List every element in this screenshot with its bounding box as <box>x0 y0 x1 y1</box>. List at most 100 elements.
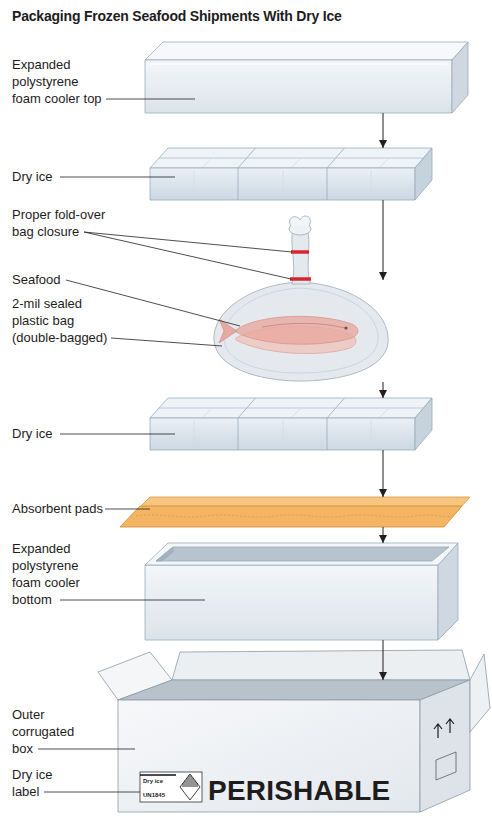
part-drawing <box>203 159 211 167</box>
part-drawing <box>434 724 442 738</box>
part-drawing <box>120 506 462 527</box>
part-drawing <box>187 778 188 787</box>
part-outline <box>145 543 458 640</box>
part-drawing <box>292 409 300 417</box>
part-drawing <box>380 159 388 167</box>
part-drawing <box>140 772 202 802</box>
part-drawing <box>118 680 470 700</box>
part-drawing <box>150 168 415 200</box>
callout-label: Dry ice <box>12 168 92 185</box>
callout-label: Dry ice label <box>12 766 62 800</box>
callout-label: Seafood <box>12 271 92 288</box>
leader-line <box>66 280 240 326</box>
part-drawing <box>194 420 195 448</box>
part-drawing <box>452 42 468 113</box>
part-drawing <box>292 228 310 284</box>
part-drawing <box>193 778 194 787</box>
part-drawing <box>136 515 452 517</box>
part-drawing <box>224 288 378 373</box>
part-drawing <box>436 752 456 780</box>
part-drawing <box>262 323 345 328</box>
part-drawing <box>156 547 173 561</box>
flow-arrow <box>383 382 384 398</box>
part-drawing <box>156 547 449 561</box>
part-drawing <box>371 420 372 448</box>
shipping-box: Outer corrugated boxPERISHABLEDry ice la… <box>118 680 470 812</box>
part-drawing <box>290 277 311 281</box>
part-drawing <box>145 565 438 640</box>
part-drawing <box>327 418 328 450</box>
part-drawing <box>420 680 470 812</box>
part-drawing <box>189 775 190 787</box>
part-drawing <box>197 783 198 787</box>
part-drawing <box>191 775 192 787</box>
part-outline <box>120 497 470 527</box>
callout-label: Outer corrugated box <box>12 706 82 757</box>
flow-arrow <box>383 113 384 148</box>
cooler-lid: Expanded polystyrene foam cooler top <box>145 42 468 113</box>
label-marking: UN1845 <box>143 791 177 799</box>
callout-label: Expanded polystyrene foam cooler bottom <box>12 540 106 608</box>
part-drawing <box>238 418 239 450</box>
part-drawing <box>344 326 347 329</box>
part-drawing <box>283 420 284 448</box>
part-drawing <box>214 282 388 381</box>
part-drawing <box>145 42 468 60</box>
part-drawing <box>219 319 237 343</box>
part-drawing <box>159 158 424 159</box>
box-marking: PERISHABLE <box>208 776 408 806</box>
part-drawing <box>415 398 432 450</box>
part-outline <box>145 42 468 113</box>
callout-label: 2-mil sealed plastic bag (double-bagged) <box>12 295 112 346</box>
part-drawing <box>290 216 311 226</box>
flow-arrow <box>383 527 384 543</box>
leader-line <box>84 232 292 252</box>
part-outline <box>150 148 432 200</box>
flow-arrow <box>383 450 384 497</box>
part-drawing <box>194 170 195 198</box>
diagram-title: Packaging Frozen Seafood Shipments With … <box>12 8 342 24</box>
part-drawing <box>238 168 239 200</box>
part-drawing <box>118 700 420 812</box>
part-drawing <box>150 148 432 168</box>
label-marking: Dry ice <box>143 777 177 785</box>
part-drawing <box>292 159 300 167</box>
part-drawing <box>145 543 458 565</box>
leader-line <box>84 232 291 279</box>
part-drawing <box>283 170 284 198</box>
part-drawing <box>236 316 358 344</box>
part-drawing <box>291 250 309 254</box>
part-drawing <box>150 418 415 450</box>
flow-arrow <box>383 200 384 280</box>
part-drawing <box>470 654 490 732</box>
part-drawing <box>183 783 184 787</box>
part-drawing <box>371 170 372 198</box>
part-drawing <box>150 63 447 64</box>
part-outline <box>150 398 432 450</box>
dry-ice-layer: Dry ice <box>150 148 432 200</box>
callout-label: Expanded polystyrene foam cooler top <box>12 56 106 107</box>
part-drawing <box>185 781 186 788</box>
seafood-bag: Proper fold-over bag closureSeafood2-mil… <box>212 280 390 382</box>
part-outline <box>212 280 390 382</box>
part-drawing <box>203 409 211 417</box>
hazard-label: Dry ice labelDry iceUN1845 <box>140 772 202 802</box>
part-drawing <box>380 409 388 417</box>
part-drawing <box>145 60 452 113</box>
dry-ice-layer: Dry ice <box>150 398 432 450</box>
part-drawing <box>140 774 176 776</box>
leader-line <box>111 338 222 346</box>
part-drawing <box>446 719 454 733</box>
part-drawing <box>172 650 470 680</box>
callout-label: Dry ice <box>12 425 92 442</box>
callout-label: Absorbent pads <box>12 500 132 517</box>
part-drawing <box>150 398 432 418</box>
part-drawing <box>327 168 328 200</box>
part-drawing <box>159 408 424 409</box>
part-drawing <box>180 774 200 800</box>
cooler-base: Expanded polystyrene foam cooler bottom <box>145 543 458 640</box>
part-drawing <box>415 148 432 200</box>
absorbent-pads: Absorbent pads <box>120 497 470 527</box>
part-drawing <box>195 781 196 788</box>
